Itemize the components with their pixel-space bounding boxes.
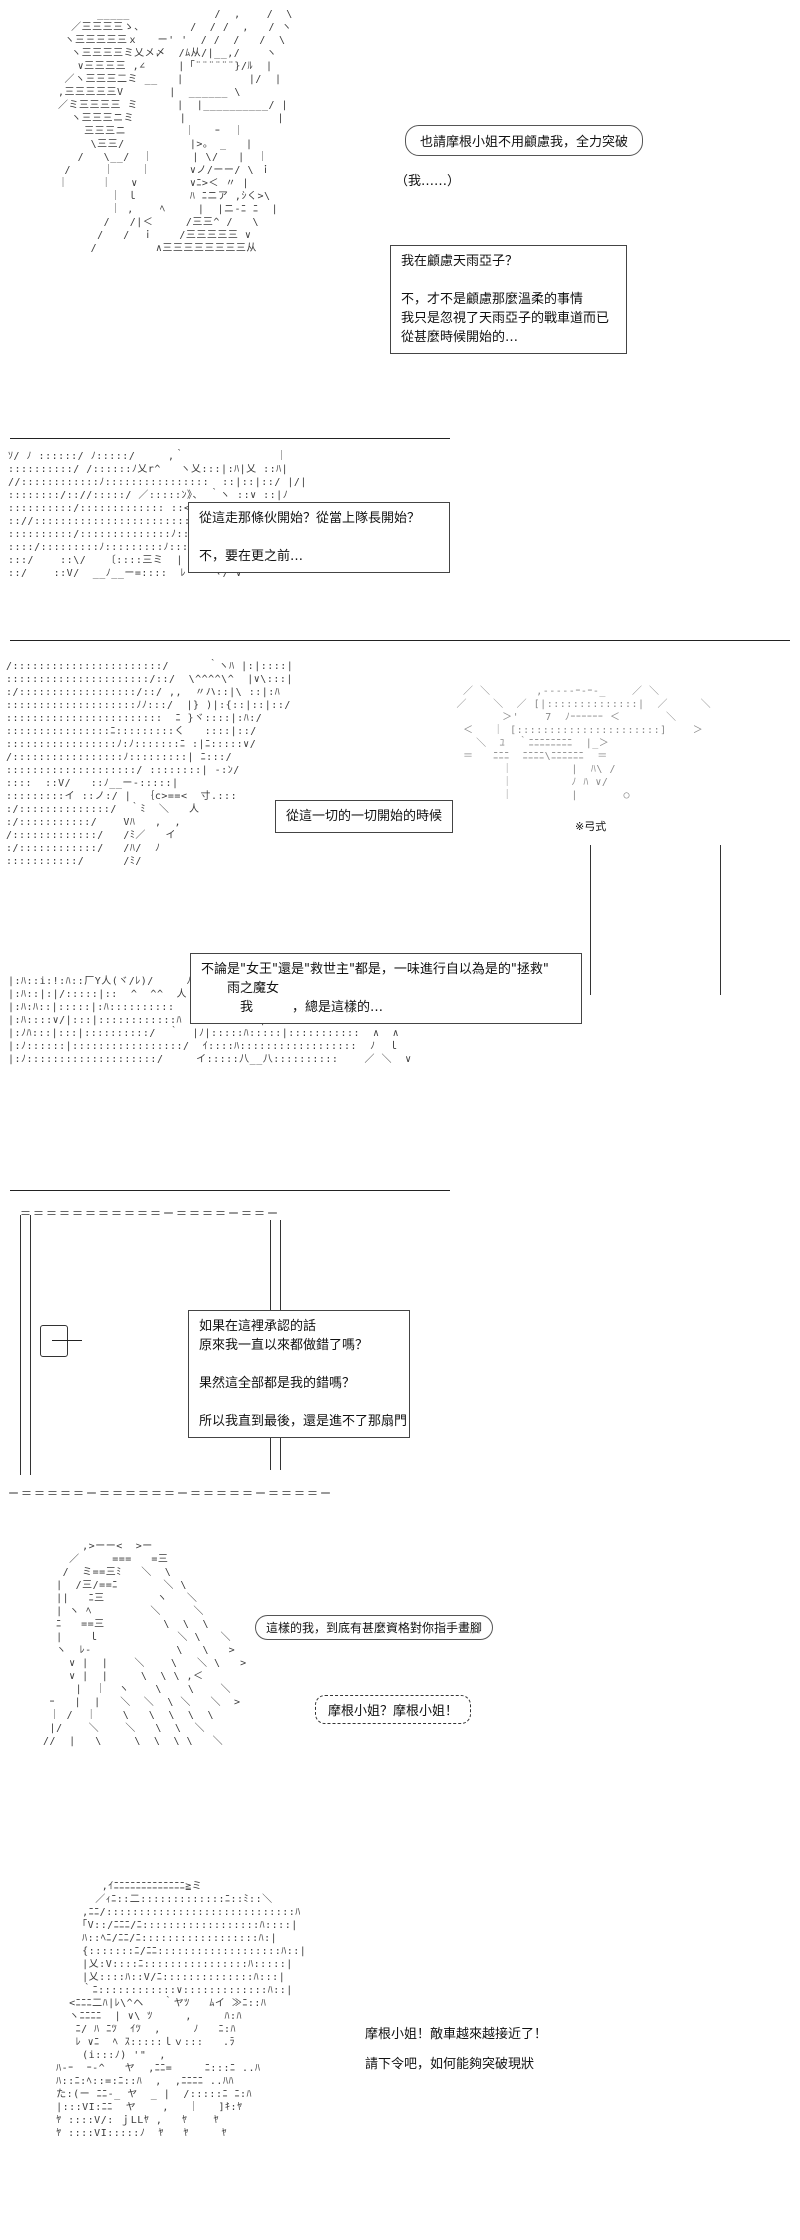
- narration-box: 從這走那條伙開始？從當上隊長開始？ 不，要在更之前…: [188, 502, 450, 573]
- scene-ascii-art-left: /:::::::::::::::::::::::/ ｀ヽﾊ |:|::::| :…: [6, 661, 294, 867]
- scene-ascii-art: ｿ/ ﾉ ::::::/ ﾉ:::::/ ,｀ ｜ ::::::::::/ /:…: [8, 451, 307, 579]
- narration-box: 我在顧慮天雨亞子？ 不，才不是顧慮那麼溫柔的事情 我只是忽視了天雨亞子的戰車道而…: [390, 245, 627, 354]
- threshold: ー＝＝＝＝＝ー＝＝＝＝＝＝ー＝＝＝＝＝ー＝＝＝＝ー: [8, 1487, 333, 1500]
- panel-1: _____ / , / \ ／三三三三ゝ、 / / / , / ヽ ヽ三三三三三…: [0, 0, 800, 420]
- scene-ascii-art-right: ／ ＼ ,-----ｰ-ｰ-_ ／ ＼ ／ ＼ ／ [|::::::::::::…: [456, 686, 712, 801]
- panel-6: ,ｲﾆﾆﾆﾆﾆﾆﾆﾆﾆﾆﾆﾆﾆ≧ミ ／ｨﾆ::二:::::::::::::ﾆ::…: [0, 1870, 800, 2240]
- door-frame-line: [590, 845, 591, 995]
- shout-bubble: 摩根小姐？摩根小姐！: [315, 1695, 472, 1724]
- dialogue-line: 請下令吧，如何能夠突破現狀: [365, 2057, 535, 2072]
- panel-divider: [10, 640, 790, 641]
- lintel: ＝＝＝＝＝＝＝＝＝＝＝ー＝＝＝＝ー＝＝ー: [20, 1207, 280, 1220]
- inner-monologue: （我……）: [395, 174, 461, 189]
- speech-bubble: 也請摩根小姐不用顧慮我，全力突破: [405, 125, 644, 156]
- panel-5: ,>ーー< >ー ／ === =三 / ミ==三ﾐ ＼ \ | /三/==ﾆ ＼…: [0, 1530, 800, 1840]
- wall-line: [20, 1215, 21, 1475]
- narration-box: 從這一切的一切開始的時候: [275, 800, 454, 833]
- thought-bubble: 這樣的我，到底有甚麼資格對你指手畫腳: [255, 1615, 494, 1640]
- shop-sign: ※弓式: [575, 820, 607, 833]
- character-ascii-art: ,ｲﾆﾆﾆﾆﾆﾆﾆﾆﾆﾆﾆﾆﾆ≧ミ ／ｨﾆ::二:::::::::::::ﾆ::…: [56, 1881, 307, 2139]
- character-ascii-art: _____ / , / \ ／三三三三ゝ、 / / / , / ヽ ヽ三三三三三…: [58, 9, 293, 254]
- door-handle: [40, 1325, 68, 1357]
- panel-divider: [10, 438, 450, 439]
- narration-box: 如果在這裡承認的話 原來我一直以來都做錯了嗎？ 果然這全部都是我的錯嗎？ 所以我…: [188, 1310, 410, 1438]
- panel-4: ＝＝＝＝＝＝＝＝＝＝＝ー＝＝＝＝ー＝＝ー ー＝＝＝＝＝ー＝＝＝＝＝＝ー＝＝＝＝＝…: [0, 1195, 800, 1525]
- dialogue-line: 摩根小姐！敵車越來越接近了！: [365, 2027, 548, 2042]
- door-handle-bar: [52, 1340, 82, 1341]
- panel-3: /:::::::::::::::::::::::/ ｀ヽﾊ |:|::::| :…: [0, 645, 800, 1165]
- panel-2: ｿ/ ﾉ ::::::/ ﾉ:::::/ ,｀ ｜ ::::::::::/ /:…: [0, 440, 800, 620]
- character-ascii-art: ,>ーー< >ー ／ === =三 / ミ==三ﾐ ＼ \ | /三/==ﾆ ＼…: [43, 1541, 247, 1747]
- panel-divider: [10, 1190, 450, 1191]
- narration-box: 不論是"女王"還是"救世主"都是，一味進行自以為是的"拯救" 雨之魔女 我 ，總…: [190, 953, 582, 1024]
- door-frame-line: [720, 845, 721, 995]
- wall-line: [30, 1215, 31, 1475]
